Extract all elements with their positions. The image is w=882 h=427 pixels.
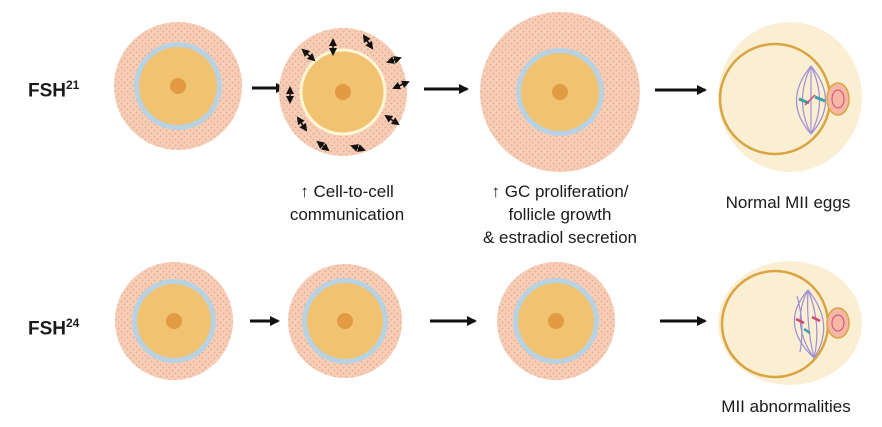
- follicle-secondary: [288, 264, 402, 378]
- caption-mii-abnormalities: MII abnormalities: [692, 395, 880, 418]
- chromosomes-misaligned: [795, 315, 821, 335]
- caption-line: & estradiol secretion: [482, 228, 638, 247]
- caption-line: Normal MII eggs: [725, 193, 851, 212]
- mii-egg-abnormal: [718, 261, 862, 385]
- spindle: [795, 65, 827, 135]
- caption-normal-mii: Normal MII eggs: [700, 191, 876, 214]
- row-label-sup: 24: [66, 316, 80, 330]
- follicle-primary: [115, 262, 233, 380]
- row-label-sup: 21: [66, 78, 80, 92]
- row-label-base: FSH: [28, 318, 66, 340]
- caption-line: ↑ Cell-to-cell: [300, 182, 394, 201]
- spindle: [793, 289, 825, 359]
- caption-line: MII abnormalities: [721, 397, 851, 416]
- polar-body: [826, 307, 850, 339]
- caption-cell-communication: ↑ Cell-to-cell communication: [262, 180, 432, 226]
- mii-egg-normal: [718, 22, 862, 172]
- follicle-large: [480, 12, 640, 172]
- row-label-fsh21: FSH21: [28, 78, 79, 102]
- caption-line: ↑ GC proliferation/: [491, 182, 629, 201]
- row-label-base: FSH: [28, 80, 66, 102]
- follicle-communication: [279, 28, 410, 156]
- caption-gc-proliferation: ↑ GC proliferation/ follicle growth & es…: [455, 180, 665, 249]
- caption-line: follicle growth: [508, 205, 612, 224]
- follicle-tertiary: [497, 262, 615, 380]
- row-label-fsh24: FSH24: [28, 316, 79, 340]
- caption-line: communication: [289, 205, 405, 224]
- follicle-primary: [114, 22, 242, 150]
- polar-body: [826, 82, 850, 116]
- chromosomes-aligned: [798, 94, 826, 106]
- communication-arrows: [286, 34, 410, 152]
